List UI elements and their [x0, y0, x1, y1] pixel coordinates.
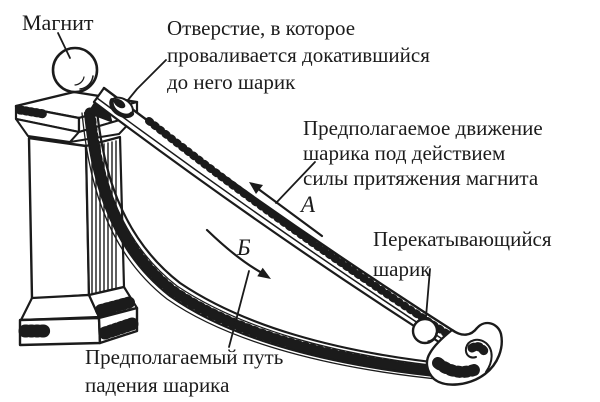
- motion-label-line3: силы притяжения магнита: [303, 166, 539, 190]
- column-cap-hatch: [15, 105, 49, 119]
- magnet-ball-shade2: [74, 76, 85, 86]
- motion-leader-line: [275, 161, 316, 204]
- ramp-lower-edge: [92, 100, 455, 353]
- arrow-a-shaft: [255, 186, 324, 238]
- arrow-b-letter: Б: [237, 235, 251, 260]
- fall-path-outer-edge: [83, 111, 448, 379]
- arrow-a: [249, 182, 324, 238]
- magnet-label-text: Магнит: [22, 10, 94, 35]
- ramp-end-cap: [92, 86, 106, 104]
- column-base-flare-front: [19, 293, 101, 322]
- fall-path-leader-line: [228, 270, 250, 348]
- leader-lines: [57, 32, 431, 348]
- ramp-hook-end: [425, 321, 503, 386]
- arrow-a-head: [249, 182, 263, 194]
- rolling-ball-label-line1: Перекатывающийся: [373, 227, 552, 251]
- curved-fall-path: [81, 107, 453, 381]
- fall-path-upper-edge: [95, 109, 451, 366]
- ramp-hole: [109, 96, 135, 119]
- rolling-ball-shade: [427, 332, 437, 342]
- rolling-ball-label-line2: шарик: [373, 257, 431, 281]
- magnet-ball-outline: [51, 46, 99, 94]
- hole-thick-rim: [109, 98, 135, 119]
- motion-label-line2: шарика под действием: [303, 141, 506, 165]
- column-shaft-front-face: [27, 136, 91, 301]
- magnet-ball: [51, 46, 99, 94]
- rolling-ball-outline: [411, 317, 439, 345]
- fall-path-outer-edge2: [81, 112, 448, 381]
- column-plinth-right-hatch: [98, 317, 139, 340]
- column-flute-lines: [91, 140, 117, 295]
- hole-label-line2: проваливается докатившийся: [167, 43, 430, 67]
- hook-bottom-hatch: [432, 357, 483, 378]
- arrow-a-letter: А: [301, 192, 316, 217]
- fall-path-label: Предполагаемый путь падения шарика: [85, 343, 283, 399]
- hook-inner-curl: [464, 338, 493, 373]
- ramp-tick-marks: [145, 117, 462, 345]
- magnet-ball-shade1: [79, 75, 94, 90]
- fall-path-rungs: [84, 107, 453, 378]
- fall-path-label-line1: Предполагаемый путь: [85, 345, 284, 369]
- motion-label: Предполагаемое движение шарика под дейст…: [303, 116, 543, 191]
- rolling-ball-label: Перекатывающийся шарик: [373, 224, 552, 284]
- hole-leader-line: [127, 59, 167, 101]
- hole-label: Отверстие, в которое проваливается докат…: [167, 15, 430, 96]
- ball-leader-line: [425, 268, 431, 318]
- arrow-b-head: [257, 267, 271, 279]
- fall-path-upper-edge2: [93, 111, 449, 368]
- hole-label-line1: Отверстие, в которое: [167, 16, 356, 40]
- ramp: [87, 86, 465, 353]
- magnet-label: Магнит: [22, 10, 94, 36]
- hook-tip-hatch: [467, 342, 489, 356]
- rolling-ball: [411, 317, 439, 345]
- arrow-b: [205, 228, 271, 279]
- motion-label-line1: Предполагаемое движение: [303, 116, 543, 140]
- fall-path-label-line2: падения шарика: [85, 373, 230, 397]
- hole-inner-shadow: [113, 98, 126, 109]
- magnet-leader-line: [57, 32, 71, 59]
- hole-label-line3: до него шарик: [167, 70, 296, 94]
- column-base-flare-hatch: [95, 296, 137, 316]
- arrow-b-shaft: [205, 228, 264, 275]
- ramp-lower-edge-inner: [96, 97, 457, 349]
